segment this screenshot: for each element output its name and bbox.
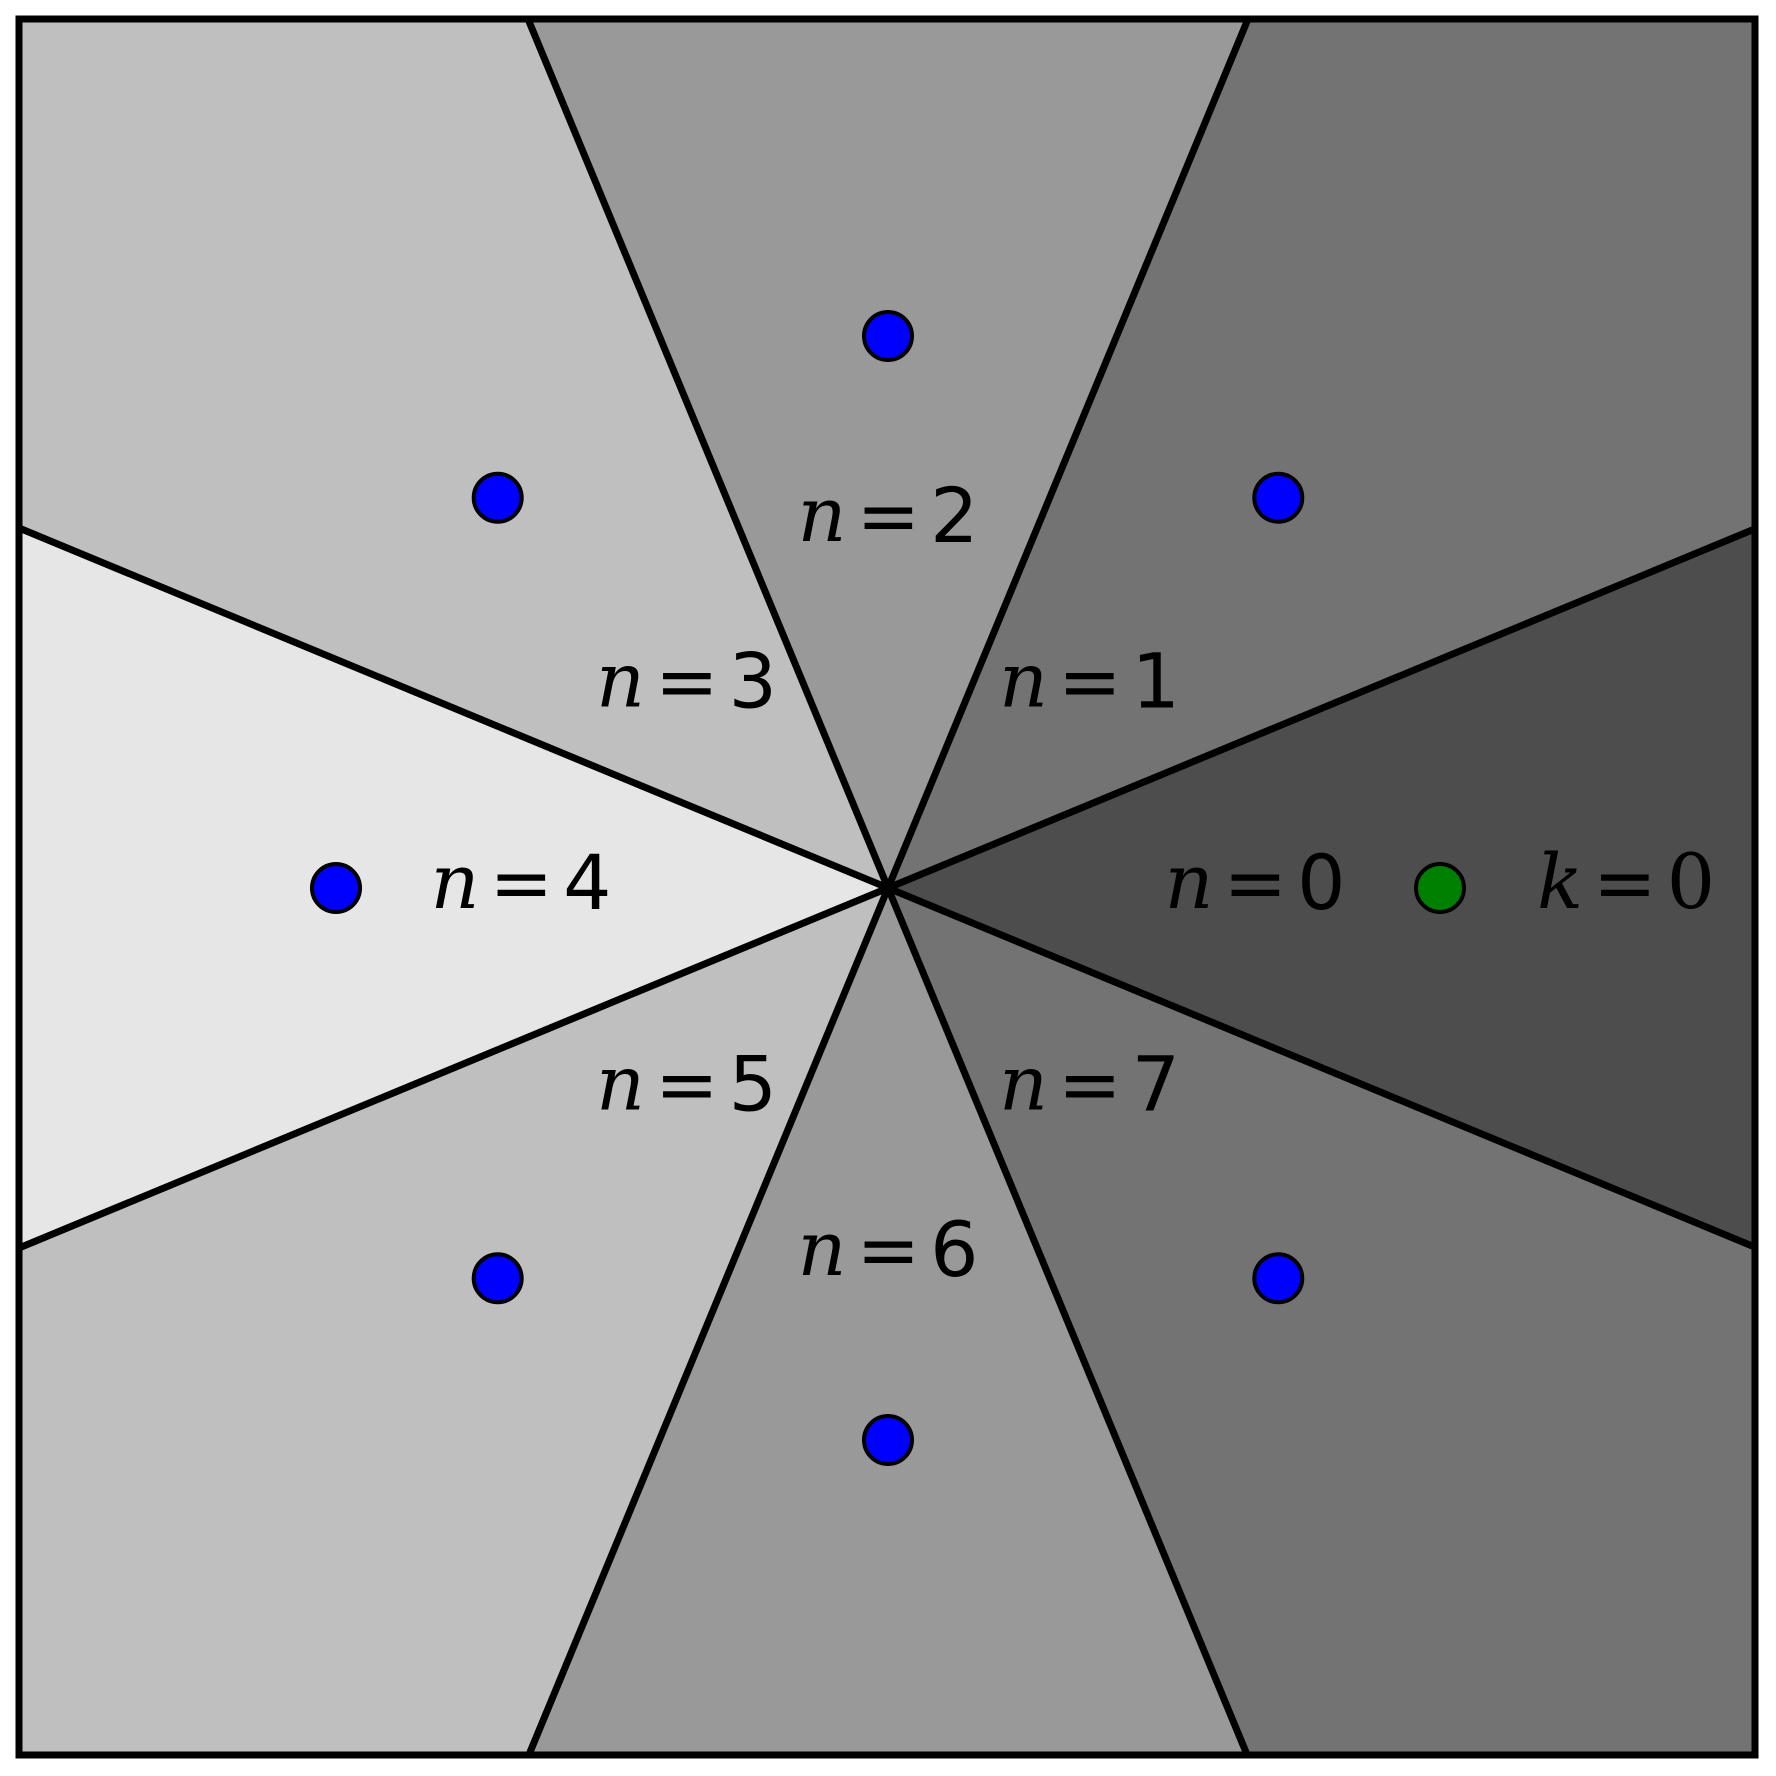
marker-dot-3 bbox=[471, 471, 524, 524]
label-variable: k bbox=[1537, 837, 1583, 926]
sector-label-1: n=1 bbox=[999, 636, 1180, 726]
sector-labels: n=0n=1n=2n=3n=4n=5n=6n=7k=0 bbox=[431, 470, 1716, 1294]
label-variable: n bbox=[798, 1204, 847, 1293]
label-equals: = bbox=[489, 838, 553, 927]
sector-divider bbox=[884, 17, 1252, 890]
label-value: 0 bbox=[1667, 837, 1715, 926]
sector-divider bbox=[17, 884, 890, 1252]
sector-6 bbox=[528, 888, 1248, 1757]
sector-label-7: n=7 bbox=[999, 1039, 1180, 1129]
label-value: 4 bbox=[563, 838, 611, 927]
sector-5 bbox=[19, 888, 888, 1757]
label-equals: = bbox=[1223, 838, 1287, 927]
label-equals: = bbox=[655, 1039, 719, 1128]
label-equals: = bbox=[856, 471, 920, 560]
sector-divider bbox=[524, 17, 892, 890]
label-equals: = bbox=[655, 636, 719, 725]
label-value: 2 bbox=[930, 471, 978, 560]
label-variable: n bbox=[431, 837, 480, 926]
label-value: 1 bbox=[1132, 636, 1180, 725]
label-value: 6 bbox=[930, 1205, 978, 1294]
sector-7 bbox=[888, 888, 1757, 1757]
sector-markers bbox=[310, 310, 1466, 1466]
label-variable: n bbox=[1165, 837, 1214, 926]
label-equals: = bbox=[1058, 1039, 1122, 1128]
marker-dot-6 bbox=[862, 1414, 914, 1466]
sector-0 bbox=[888, 528, 1757, 1248]
sector-label-2: n=2 bbox=[798, 470, 979, 560]
label-equals: = bbox=[856, 1205, 920, 1294]
label-equals: = bbox=[1058, 636, 1122, 725]
sector-label-4: n=4 bbox=[431, 837, 612, 927]
sector-label-5: n=5 bbox=[596, 1039, 777, 1129]
label-variable: n bbox=[596, 636, 645, 725]
label-value: 7 bbox=[1132, 1039, 1180, 1128]
sector-3 bbox=[19, 19, 888, 888]
sector-1 bbox=[888, 19, 1757, 888]
marker-dot-1 bbox=[1252, 471, 1305, 524]
label-equals: = bbox=[1593, 838, 1657, 927]
sector-divider bbox=[524, 886, 892, 1759]
label-value: 0 bbox=[1297, 838, 1345, 927]
sector-divider bbox=[886, 884, 1759, 1252]
label-variable: n bbox=[596, 1039, 645, 1128]
marker-dot-2 bbox=[862, 310, 914, 362]
sector-divider bbox=[17, 524, 890, 892]
diagram-frame bbox=[15, 15, 1759, 1759]
sector-label-3: n=3 bbox=[596, 636, 777, 726]
sector-fills bbox=[19, 19, 1757, 1757]
sector-divider bbox=[886, 524, 1759, 892]
label-value: 3 bbox=[729, 636, 777, 725]
marker-dot-7 bbox=[1252, 1252, 1305, 1305]
marker-dot-5 bbox=[471, 1252, 524, 1305]
marker-dot-4 bbox=[310, 862, 362, 914]
sector-label-6: n=6 bbox=[798, 1204, 979, 1294]
sector-dividers bbox=[17, 17, 1759, 1759]
sector-divider bbox=[884, 886, 1252, 1759]
label-variable: n bbox=[999, 636, 1048, 725]
label-value: 5 bbox=[729, 1039, 777, 1128]
sector-2 bbox=[528, 19, 1248, 888]
label-variable: n bbox=[999, 1039, 1048, 1128]
sector-label-0: n=0 bbox=[1165, 837, 1346, 927]
sector-4 bbox=[19, 528, 888, 1248]
marker-dot-0 bbox=[1414, 862, 1466, 914]
extra-label: k=0 bbox=[1537, 837, 1715, 927]
label-variable: n bbox=[798, 470, 847, 559]
